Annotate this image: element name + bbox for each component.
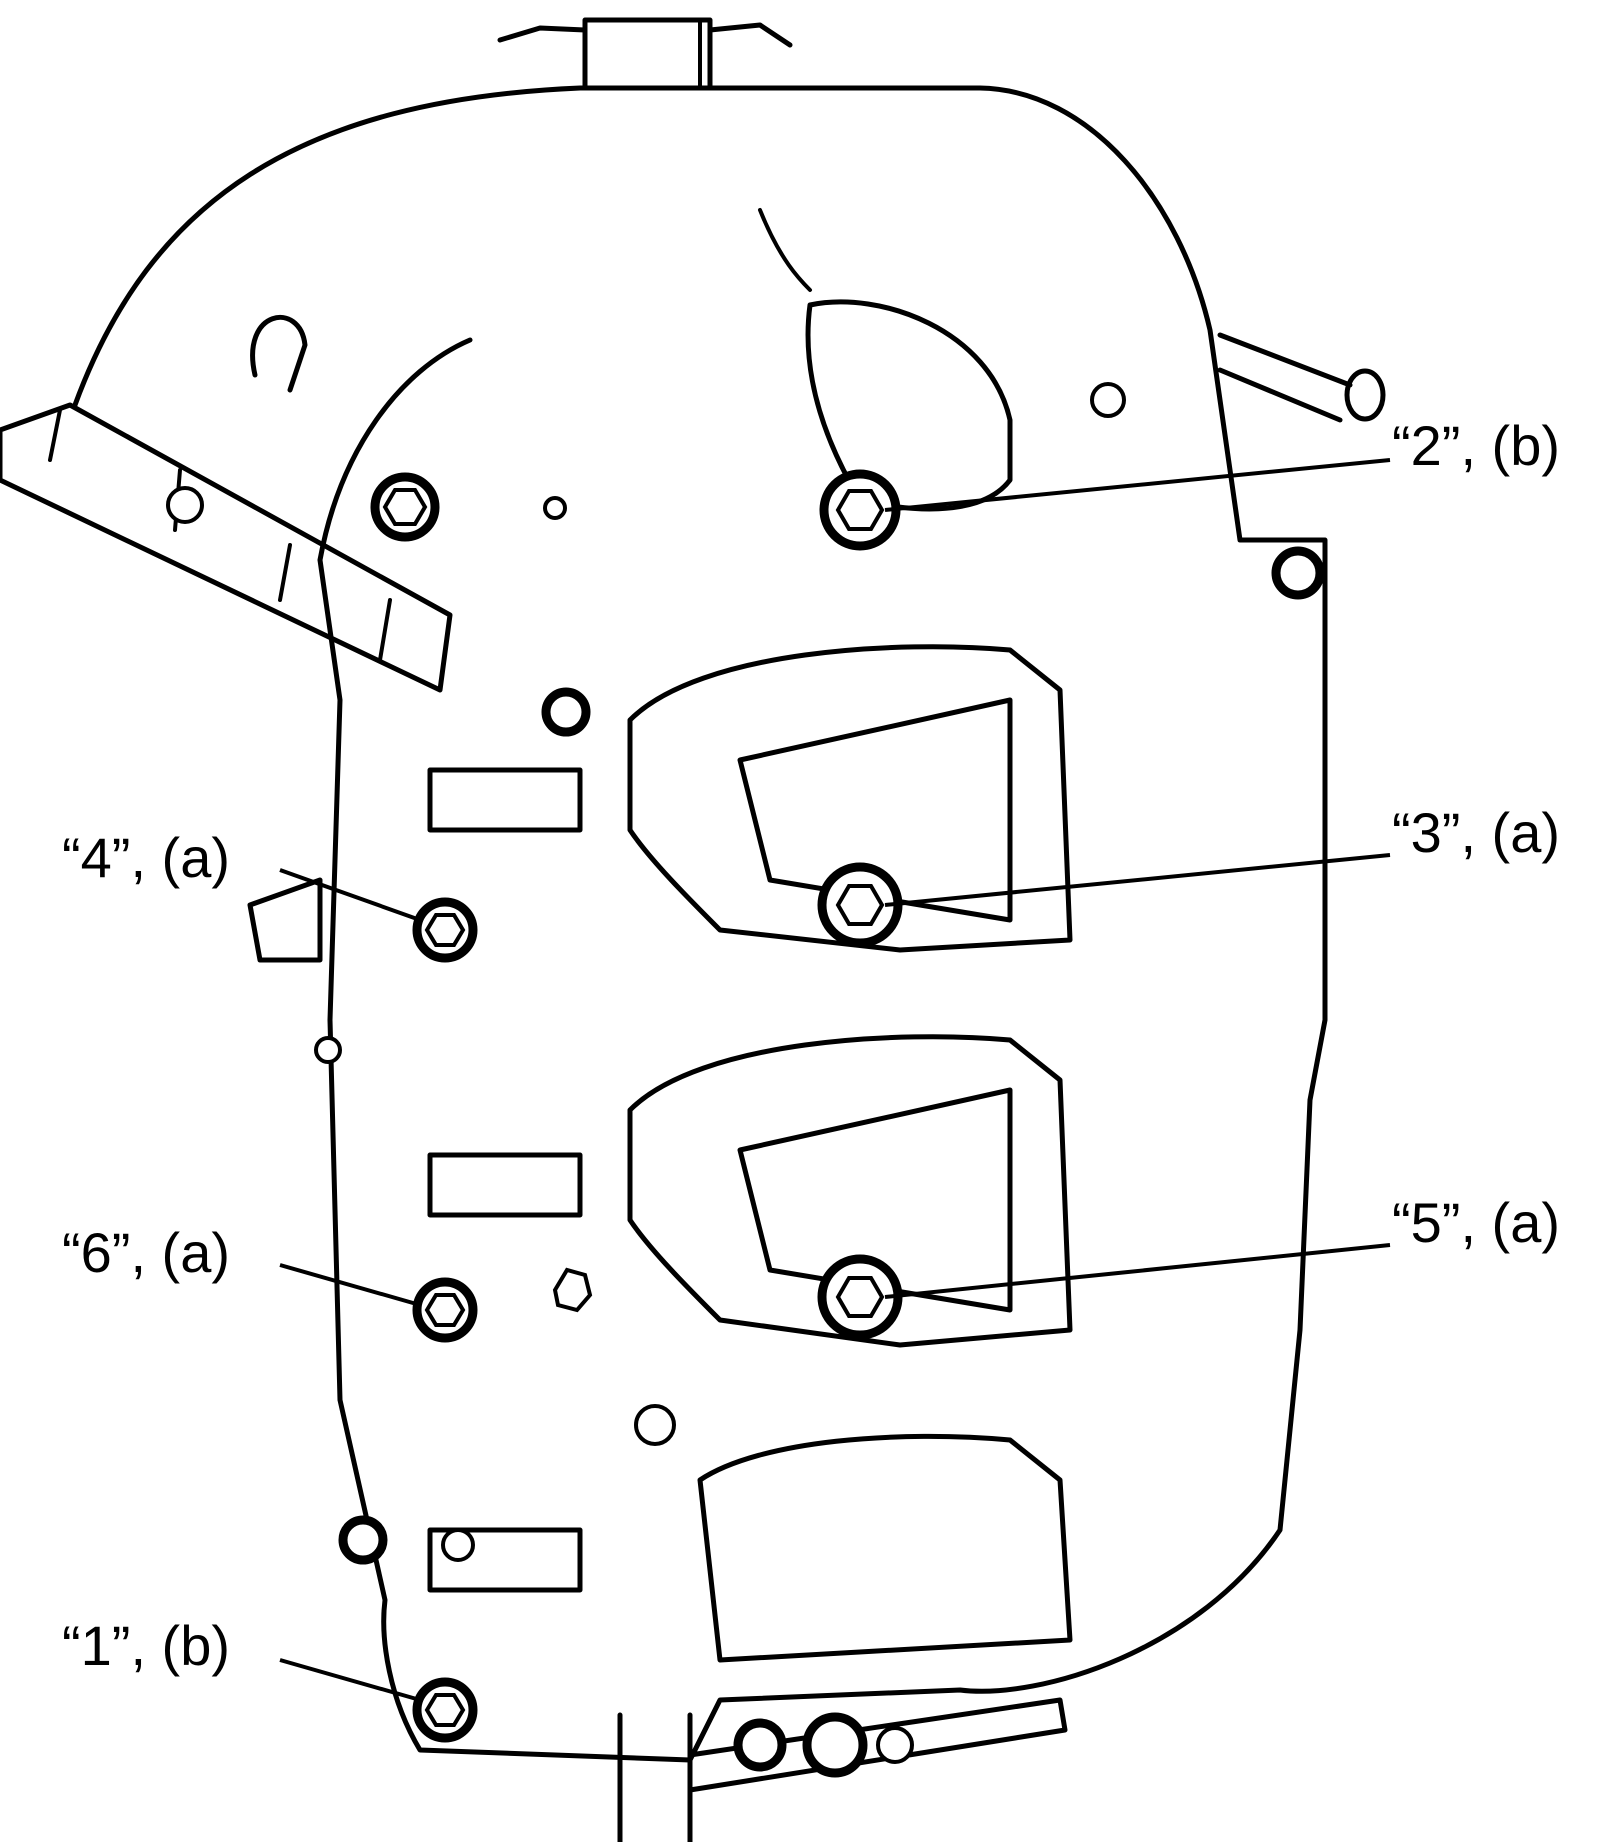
leader-line-4 — [279, 868, 421, 922]
hole — [634, 1404, 676, 1446]
hole — [543, 496, 567, 520]
hole — [1090, 382, 1126, 418]
leader-line-2 — [884, 458, 1391, 512]
bolt-head-icon — [552, 1267, 593, 1313]
bolt-5-head-icon — [835, 1276, 885, 1318]
bolt-2-head-icon — [835, 489, 885, 531]
hole — [166, 486, 204, 524]
bolt — [802, 1712, 868, 1778]
bolt — [1271, 546, 1325, 600]
bolt-1-head-icon — [424, 1693, 466, 1727]
bolt-head-icon — [382, 488, 428, 526]
hole — [441, 1528, 475, 1562]
callout-label-4: “4”, (a) — [62, 826, 230, 889]
bolt-6-head-icon — [424, 1293, 466, 1327]
holes — [166, 382, 1126, 1764]
leader-lines — [279, 458, 1391, 1702]
bolt-4-head-icon — [424, 913, 466, 947]
leader-line-1 — [279, 1658, 421, 1702]
callout-label-6: “6”, (a) — [62, 1221, 230, 1284]
callout-label-2: “2”, (b) — [1392, 414, 1560, 477]
hole — [314, 1036, 342, 1064]
bolt — [733, 1718, 787, 1772]
secondary-bolts — [338, 472, 1325, 1778]
callout-bolts — [412, 469, 903, 1743]
callout-label-3: “3”, (a) — [1392, 801, 1560, 864]
callout-label-1: “1”, (b) — [62, 1614, 230, 1677]
leader-line-3 — [884, 853, 1391, 907]
bolt — [541, 687, 591, 737]
bolt — [338, 1515, 388, 1565]
callout-label-5: “5”, (a) — [1392, 1191, 1560, 1254]
bolt-3-head-icon — [835, 884, 885, 926]
leader-line-6 — [279, 1263, 421, 1307]
hole — [876, 1726, 914, 1764]
leader-line-5 — [884, 1243, 1391, 1299]
manifold-body — [0, 17, 1386, 1842]
